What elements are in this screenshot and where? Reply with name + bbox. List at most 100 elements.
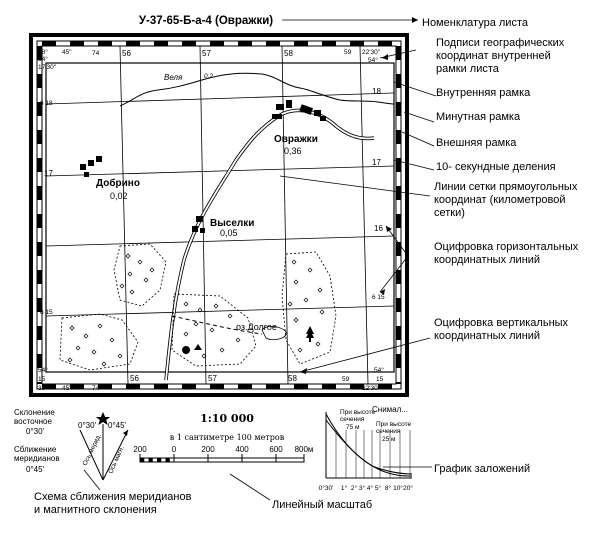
minute-stripe <box>37 382 42 384</box>
slope-axis-label: 4° <box>367 484 374 492</box>
callout-line: рамки листа <box>436 63 500 75</box>
callout-line: координатных линий <box>434 254 540 266</box>
slope-axis-label: 10° <box>393 484 403 492</box>
minute-stripe <box>42 384 56 389</box>
orchard-diamond <box>75 345 81 351</box>
forest-1 <box>281 251 337 365</box>
scale-check <box>140 458 145 462</box>
callout-line: координатных линий <box>434 330 540 342</box>
callout-line: Минутная рамка <box>436 111 521 123</box>
grid-line-v56 <box>119 45 129 385</box>
minute-stripe <box>322 41 336 46</box>
callout-inner-frame: Внутренняя рамка <box>436 87 531 99</box>
right-label-17: 17 <box>372 158 381 167</box>
minute-stripe <box>37 214 42 228</box>
minute-stripe <box>182 41 196 46</box>
north-star-icon <box>95 412 111 425</box>
callout-line: Подписи географических <box>436 37 565 49</box>
minute-stripe <box>126 384 140 389</box>
scale-tick-label: 800м <box>295 445 314 454</box>
orchard-diamond <box>129 289 135 295</box>
minute-stripe <box>322 384 336 389</box>
grid-axis-label: Ось магн. <box>107 445 125 475</box>
orchard-diamond <box>293 279 299 285</box>
bl-lat: 54° <box>38 366 48 374</box>
br-min: 15 <box>376 376 384 383</box>
callout-line: сетки) <box>434 207 465 219</box>
minute-stripe <box>37 130 42 144</box>
minute-stripe <box>42 41 56 46</box>
slope-axis-label: 0°30' <box>319 484 334 492</box>
orchard-diamond <box>137 259 143 265</box>
callout-minute-frame: Минутная рамка <box>436 111 521 123</box>
scale-check <box>157 458 162 462</box>
bl-sec: 45" <box>62 385 72 392</box>
right-label-15: 6 15 <box>372 294 385 301</box>
settlement-ovrazhki-value: 0,36 <box>284 146 302 156</box>
orchard-diamond <box>209 327 215 333</box>
scale-tick-label: 200 <box>201 445 215 454</box>
minute-stripe <box>396 186 401 200</box>
minute-stripe <box>350 384 364 389</box>
east-decl-line1: Склонение <box>14 408 55 417</box>
orchard-diamond <box>117 353 123 359</box>
minute-stripe <box>396 298 401 312</box>
lake-name: оз.Долгое <box>236 322 277 332</box>
minute-stripe <box>37 186 42 200</box>
settlement-ovrazhki-name: Овражки <box>274 134 318 145</box>
scale-check <box>148 458 153 462</box>
minute-stripe <box>396 242 401 256</box>
settlement-dobrino-value: 0,02 <box>110 191 128 201</box>
minute-stripe <box>266 384 280 389</box>
tl-sec: 45" <box>62 49 72 56</box>
scale-tick-label: 0 <box>172 445 177 454</box>
minute-stripe <box>266 41 280 46</box>
orchard-diamond <box>235 337 241 343</box>
callout-line: Внутренняя рамка <box>436 87 531 99</box>
grid-line-h17 <box>45 165 395 177</box>
top-label-57: 57 <box>202 49 211 58</box>
settlement-ovrazhki <box>272 100 326 121</box>
orchard-diamond <box>317 287 323 293</box>
br-sec: 59 <box>342 376 350 383</box>
minute-stripe <box>37 158 42 172</box>
tree-symbols <box>182 326 314 354</box>
orchard-diamond <box>303 297 309 303</box>
callout-line: 10- секундные деления <box>436 161 556 173</box>
scale-check <box>165 458 170 462</box>
callout-nomenclature: Номенклатура листа <box>422 17 529 29</box>
br-lat: 54° <box>374 366 384 374</box>
top-label-74: 74 <box>92 50 100 57</box>
minute-stripe <box>37 74 42 88</box>
orchard-diamond <box>127 271 133 277</box>
callout-line: Внешняя рамка <box>436 137 517 149</box>
scale-ratio: 1:10 000 <box>200 412 254 425</box>
bottom-label-56: 56 <box>130 374 139 383</box>
minute-stripe <box>294 384 308 389</box>
grid-line-v58 <box>281 45 289 385</box>
minute-frame-stripes <box>37 41 401 389</box>
minute-stripe <box>396 102 401 116</box>
scale-tick-label: 600 <box>269 445 283 454</box>
minute-stripe <box>37 242 42 256</box>
minute-stripe <box>154 384 168 389</box>
outer-frame <box>29 33 409 397</box>
orchard-diamond <box>287 301 293 307</box>
orchard-diamond <box>119 283 125 289</box>
lake-dolgoe <box>261 326 287 340</box>
minute-stripe <box>98 384 112 389</box>
slope-axis-label: 8° <box>385 484 392 492</box>
river-name: Веля <box>164 73 183 82</box>
orchard-diamond <box>291 259 297 265</box>
bl-lon: 38° <box>38 384 48 392</box>
slope-axis-label: 3° <box>359 484 366 492</box>
minute-stripe <box>210 41 224 46</box>
minute-stripe <box>70 41 84 46</box>
track-line <box>171 315 263 335</box>
slope-graph: При высоте сечения 75 м При высоте сечен… <box>319 405 414 492</box>
minute-stripe <box>396 270 401 284</box>
minute-stripe <box>154 41 168 46</box>
